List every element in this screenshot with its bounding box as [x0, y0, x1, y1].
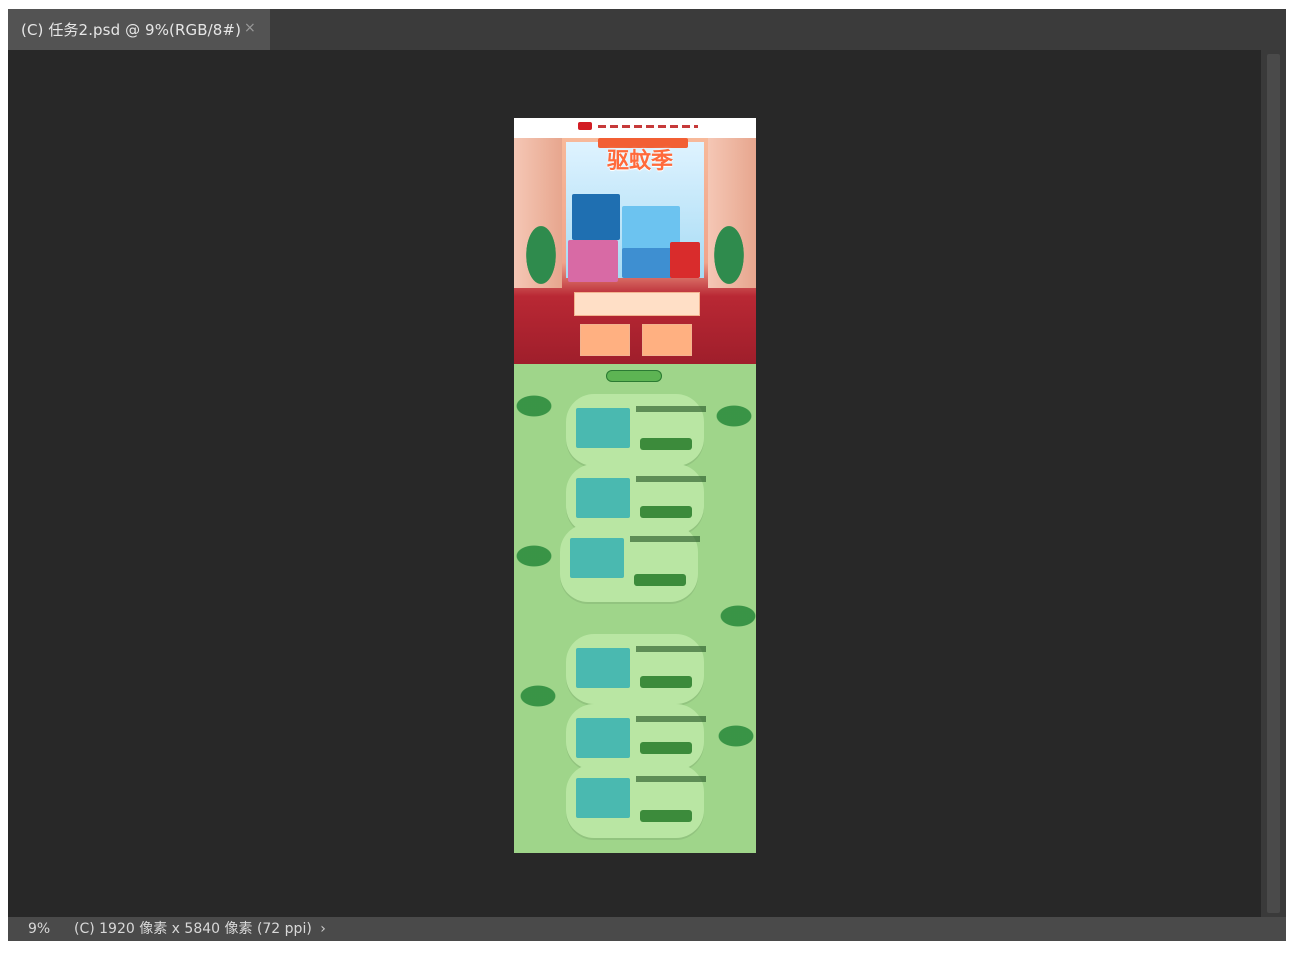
product-title-placeholder — [636, 476, 706, 482]
product-title-placeholder — [636, 646, 706, 652]
document-window: (C) 任务2.psd @ 9%(RGB/8#) × 驱蚊季 — [8, 9, 1286, 941]
product-title-placeholder — [630, 536, 700, 542]
product-image — [576, 648, 630, 688]
product-card — [566, 634, 706, 704]
product-pack-1 — [572, 194, 620, 240]
leaf-decoration — [514, 538, 564, 574]
product-pack-5 — [670, 242, 700, 278]
product-image — [576, 478, 630, 518]
leaf-decoration — [514, 388, 564, 424]
document-tab[interactable]: (C) 任务2.psd @ 9%(RGB/8#) × — [8, 9, 270, 50]
leaf-decoration — [704, 398, 756, 434]
hero-headline: 驱蚊季 — [606, 149, 673, 174]
price-tag-placeholder — [640, 810, 692, 822]
artwork-header-strip — [514, 118, 756, 138]
product-card — [566, 394, 706, 466]
price-tag-placeholder — [640, 742, 692, 754]
price-tag-placeholder — [640, 676, 692, 688]
leaf-decoration — [706, 718, 756, 754]
product-image — [570, 538, 624, 578]
canvas-area[interactable]: 驱蚊季 — [8, 50, 1261, 917]
document-size-info[interactable]: (C) 1920 像素 x 5840 像素 (72 ppi) › — [74, 920, 326, 938]
plant-right — [706, 210, 752, 300]
document-tab-title: (C) 任务2.psd @ 9%(RGB/8#) — [21, 21, 242, 39]
product-card — [566, 464, 706, 534]
document-artwork: 驱蚊季 — [514, 118, 756, 853]
product-image — [576, 778, 630, 818]
product-card — [566, 704, 706, 770]
product-image — [576, 408, 630, 448]
product-title-placeholder — [636, 406, 706, 412]
plant-left — [518, 210, 564, 300]
hero-subhead-badge — [598, 138, 688, 148]
product-pack-4 — [622, 248, 674, 278]
price-tag-placeholder — [634, 574, 686, 586]
leaf-decoration — [708, 598, 756, 634]
document-size-text: (C) 1920 像素 x 5840 像素 (72 ppi) — [74, 921, 312, 937]
vertical-scrollbar[interactable] — [1261, 50, 1286, 917]
close-icon[interactable]: × — [244, 20, 256, 36]
leaf-decoration — [514, 678, 568, 714]
product-pack-3 — [568, 240, 618, 282]
chevron-right-icon[interactable]: › — [320, 921, 326, 937]
zoom-level[interactable]: 9% — [28, 921, 51, 937]
coupon-left — [580, 324, 630, 356]
price-tag-placeholder — [640, 438, 692, 450]
hero-banner: 驱蚊季 — [514, 138, 756, 364]
brand-logo — [578, 122, 592, 130]
status-bar: 9% (C) 1920 像素 x 5840 像素 (72 ppi) › — [8, 917, 1286, 941]
section-tag — [606, 370, 662, 382]
product-card — [560, 524, 700, 602]
product-image — [576, 718, 630, 758]
product-title-placeholder — [636, 776, 706, 782]
price-tag-placeholder — [640, 506, 692, 518]
coupon-right — [642, 324, 692, 356]
tab-bar: (C) 任务2.psd @ 9%(RGB/8#) × — [8, 9, 1286, 50]
header-nav-placeholder — [598, 125, 698, 128]
vertical-scrollbar-thumb[interactable] — [1267, 54, 1280, 913]
coupon-banner — [574, 292, 700, 316]
product-title-placeholder — [636, 716, 706, 722]
product-card — [566, 764, 706, 838]
